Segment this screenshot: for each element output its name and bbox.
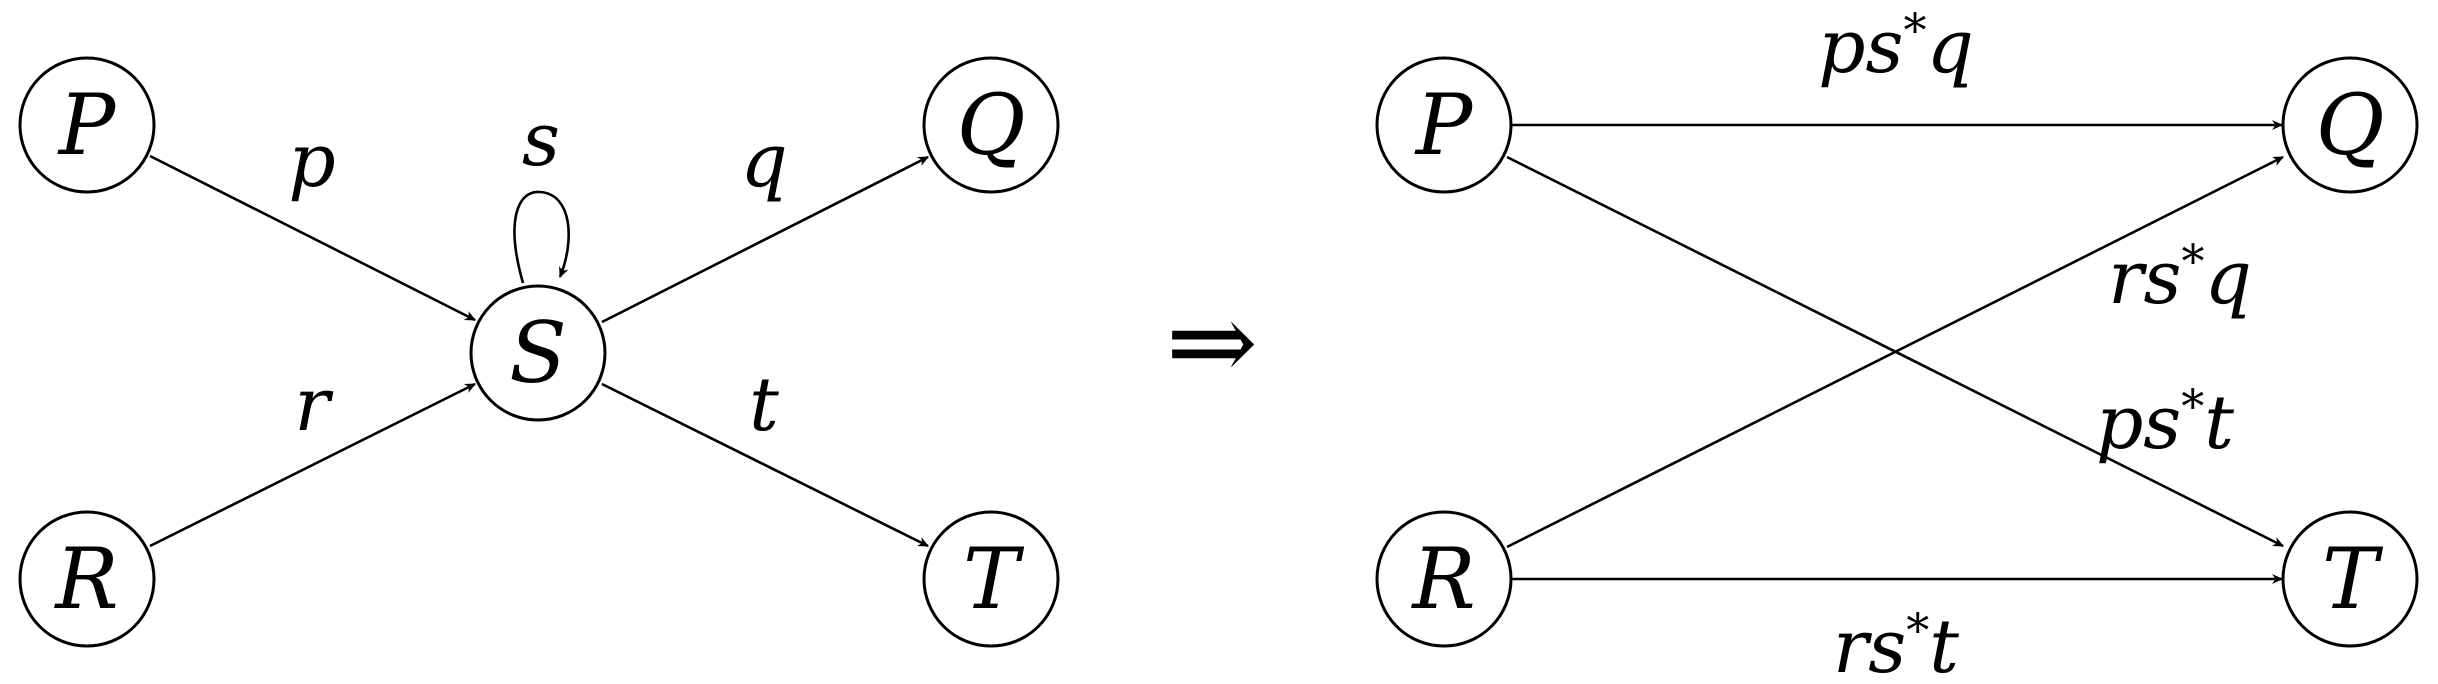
edge-label-q: q: [740, 118, 787, 204]
edge-label-rs-star-t: rs*t: [1833, 603, 1959, 684]
node-q: Q: [922, 56, 1060, 194]
edge-s-to-q: [601, 155, 929, 324]
node-t: T: [922, 510, 1060, 648]
right-node-p: P: [1375, 56, 1513, 194]
edge-r-to-q: [1506, 155, 2284, 549]
edge-label-ps-star-q: ps*q: [1818, 3, 1974, 90]
edge-label-rs-star-q: rs*q: [2108, 234, 2252, 321]
right-node-p-label: P: [1414, 76, 1474, 174]
node-r-label: R: [53, 530, 118, 628]
node-t-label: T: [963, 530, 1025, 628]
right-node-t-label: T: [2322, 530, 2384, 628]
node-p: P: [18, 56, 156, 194]
right-node-r: R: [1375, 510, 1513, 648]
implies-arrow: ⇒: [1166, 278, 1258, 406]
edge-s-to-t: [601, 382, 929, 548]
edge-label-r: r: [294, 362, 334, 448]
node-s: S: [469, 284, 607, 422]
node-q-label: Q: [957, 76, 1026, 174]
edge-p-to-s: [149, 154, 476, 322]
right-node-q: Q: [2281, 56, 2419, 194]
right-graph: P R Q T ps*q rs*q ps*t rs*t: [1375, 3, 2419, 684]
right-node-r-label: R: [1410, 530, 1475, 628]
right-node-q-label: Q: [2316, 76, 2385, 174]
edge-label-s: s: [522, 97, 560, 183]
edge-r-to-s: [149, 382, 476, 548]
edge-s-self-loop: [513, 190, 570, 284]
node-p-label: P: [57, 76, 117, 174]
node-s-label: S: [509, 304, 567, 402]
edge-label-p: p: [288, 118, 335, 204]
right-node-t: T: [2281, 510, 2419, 648]
edge-label-t: t: [749, 362, 779, 448]
node-r: R: [18, 510, 156, 648]
left-graph: P R S Q T p r s q t: [18, 56, 1060, 648]
edge-label-ps-star-t: ps*t: [2096, 379, 2234, 466]
